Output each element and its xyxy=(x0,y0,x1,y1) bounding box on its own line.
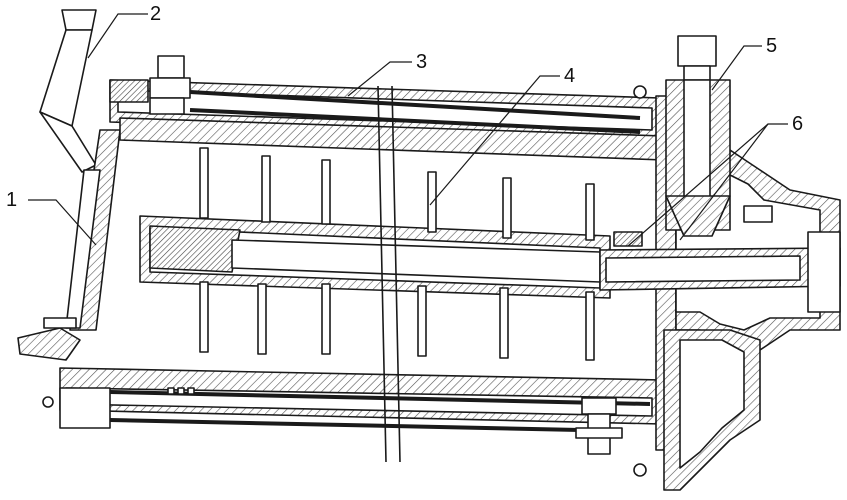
callout-6: 6 xyxy=(792,113,803,135)
bottom-fitting xyxy=(581,397,617,415)
callout-1: 1 xyxy=(6,189,17,211)
agitator-arms-lower xyxy=(199,281,595,361)
leader-lines xyxy=(28,13,788,247)
callout-3: 3 xyxy=(416,51,427,73)
vertical-rod xyxy=(377,85,401,463)
feed-pipe xyxy=(39,9,97,173)
callout-2: 2 xyxy=(150,3,161,25)
callout-5: 5 xyxy=(766,35,777,57)
callout-4: 4 xyxy=(564,65,575,87)
top-fitting xyxy=(157,55,185,79)
vertical-pipe xyxy=(665,35,731,237)
